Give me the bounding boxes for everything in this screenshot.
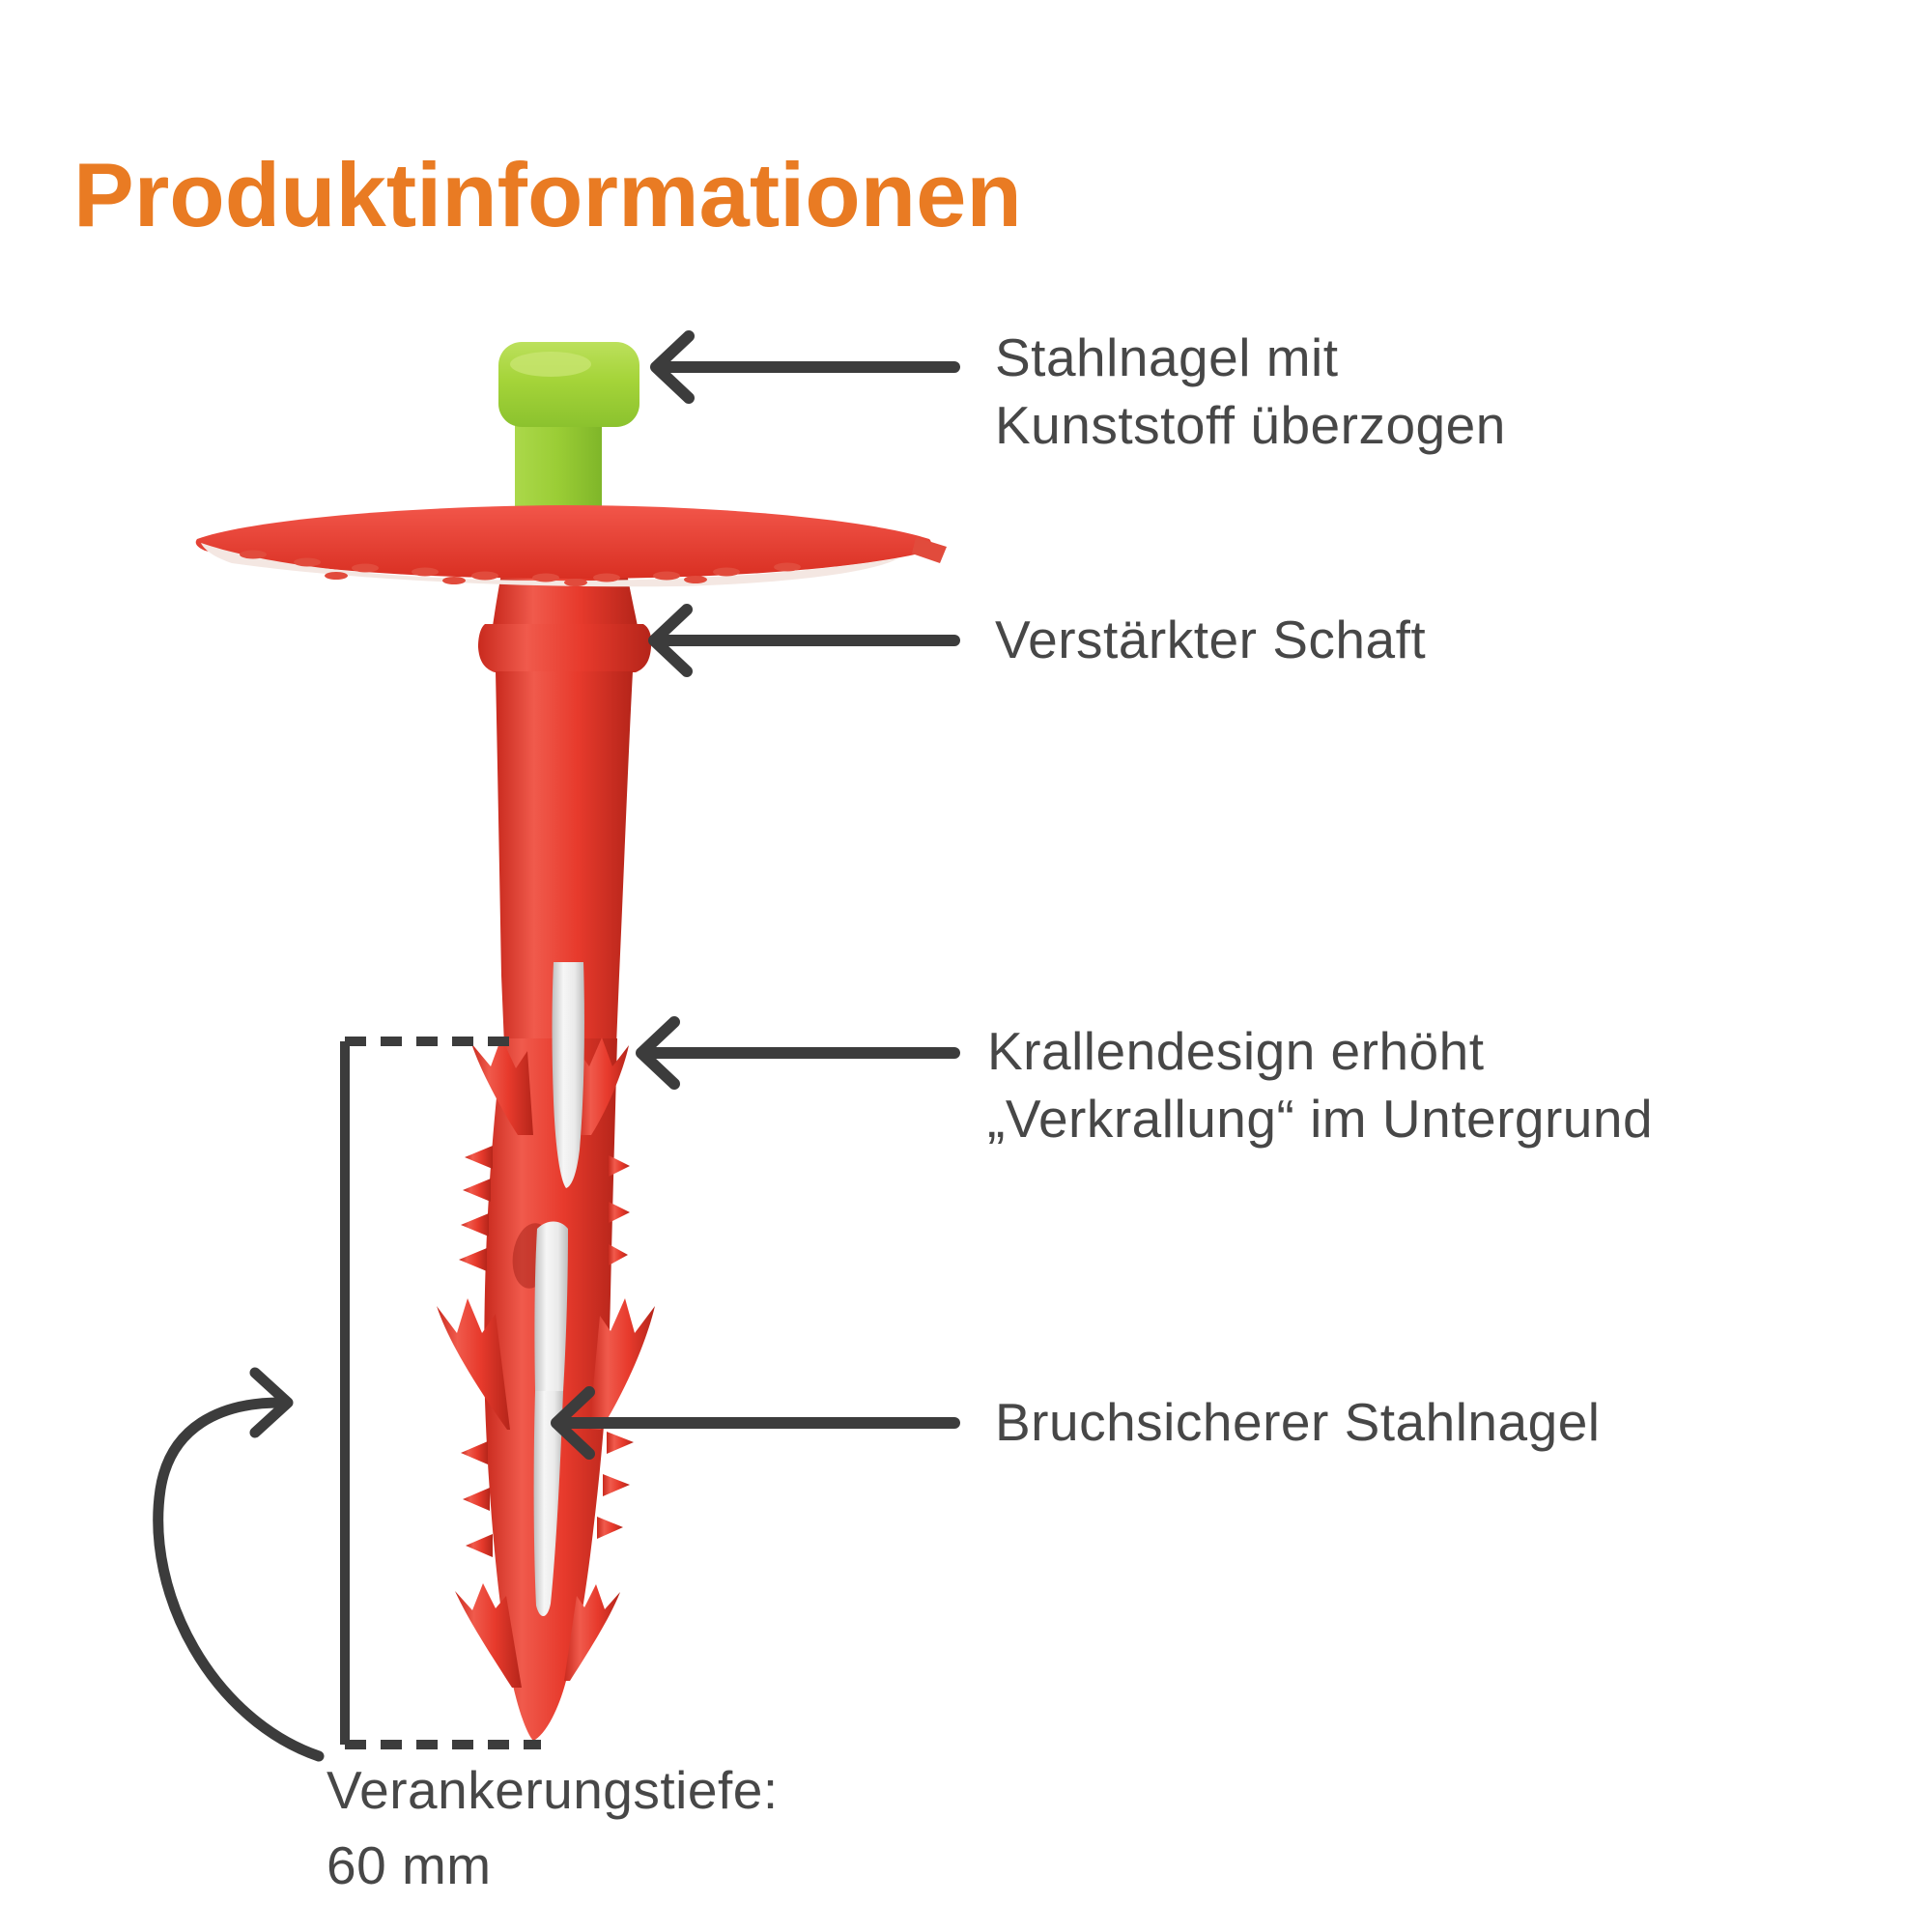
label-line: „Verkrallung“ im Untergrund: [987, 1089, 1654, 1149]
label-verankerungstiefe: Verankerungstiefe: 60 mm: [327, 1752, 779, 1903]
nail-cap: [498, 342, 639, 510]
claw-teeth-lower-left: [461, 1441, 493, 1557]
claw-wing-bottom-left: [455, 1583, 522, 1688]
anchor-illustration: [195, 342, 947, 1741]
washer-perforations: [240, 550, 801, 586]
arrow-shaft: [648, 604, 960, 677]
washer-underside: [201, 543, 898, 587]
claw-wing-upper-left: [471, 1037, 533, 1135]
claw-wing-bottom-right: [564, 1584, 620, 1681]
claw-teeth-lower-right: [597, 1432, 634, 1539]
label-line: Kunststoff überzogen: [995, 395, 1506, 455]
hub-collar: [478, 624, 652, 672]
nail-window-upper: [552, 962, 584, 1188]
nail-cap-stem: [515, 421, 602, 510]
washer-edge-tab: [912, 537, 947, 563]
label-line: Stahlnagel mit: [995, 327, 1339, 387]
washer-top-surface: [195, 505, 931, 579]
reinforced-shaft: [496, 671, 633, 1045]
claw-wing-upper-right: [576, 1037, 629, 1135]
arrow-steel-nail: [551, 1386, 960, 1460]
nail-window-lower: [533, 1391, 563, 1617]
label-verstaerkter-schaft: Verstärkter Schaft: [995, 606, 1426, 673]
label-krallendesign: Krallendesign erhöht „Verkrallung“ im Un…: [987, 1017, 1653, 1152]
claw-teeth-upper-left: [459, 1146, 493, 1271]
label-stahlnagel-kunststoff: Stahlnagel mit Kunststoff überzogen: [995, 324, 1506, 459]
arrow-nail-cap: [650, 330, 960, 404]
label-line: Bruchsicherer Stahlnagel: [995, 1392, 1601, 1452]
label-line: Verstärkter Schaft: [995, 610, 1427, 669]
anchoring-depth-curved-arrow: [153, 1367, 325, 1762]
measurement-label: Verankerungstiefe:: [327, 1760, 779, 1820]
arrow-claw-design: [636, 1016, 960, 1090]
measurement-value: 60 mm: [327, 1835, 492, 1895]
page-title: Produktinformationen: [73, 144, 1022, 245]
nail-cap-highlight: [510, 352, 591, 377]
label-line: Krallendesign erhöht: [987, 1021, 1485, 1081]
label-bruchsicherer-stahlnagel: Bruchsicherer Stahlnagel: [995, 1388, 1601, 1456]
anchoring-depth-bracket: [340, 1037, 541, 1749]
claw-wing-middle-right: [589, 1298, 655, 1430]
claw-teeth-upper-right: [609, 1155, 630, 1265]
nail-window-middle: [534, 1221, 568, 1391]
steel-nail: [512, 962, 584, 1617]
claw-wing-middle-left: [437, 1298, 510, 1430]
washer-plate: [195, 505, 947, 587]
